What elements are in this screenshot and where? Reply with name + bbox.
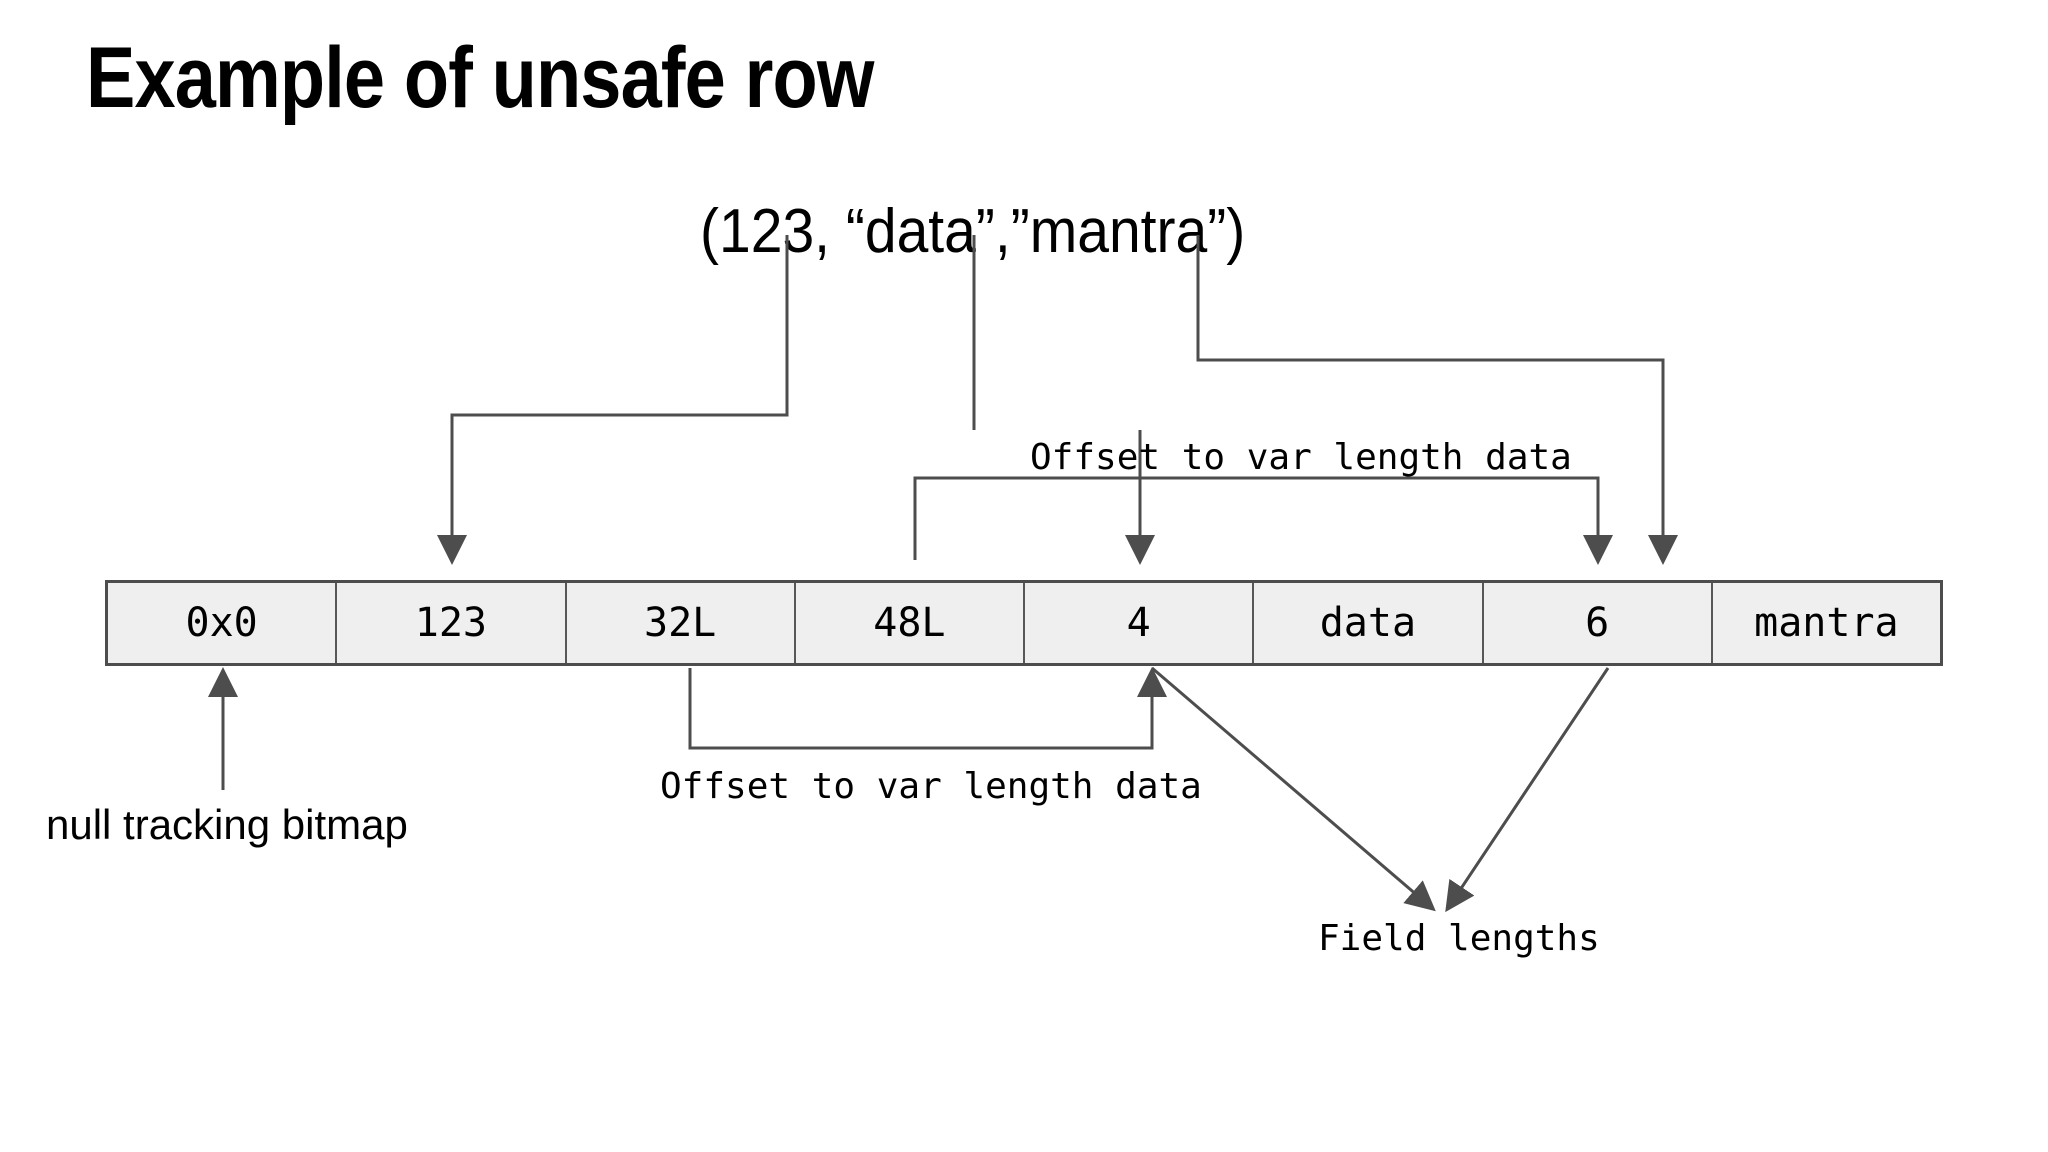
tuple-caption: (123, “data”,”mantra”) [700, 197, 1246, 266]
row-cell-data: data [1254, 583, 1484, 663]
label-field-lengths: Field lengths [1318, 918, 1600, 959]
label-offset-to-var-length-data-top: Offset to var length data [1030, 437, 1572, 478]
connector-offset-top-bracket [913, 476, 1613, 565]
connector-offset-bottom-bracket [688, 667, 1167, 750]
connector-123 [437, 235, 789, 565]
row-cell-length-6: 6 [1483, 583, 1713, 663]
row-cell-int-123: 123 [337, 583, 567, 663]
connector-field-length-right [1445, 667, 1610, 913]
row-cell-offset-32l: 32L [566, 583, 796, 663]
page-title: Example of unsafe row [86, 30, 874, 126]
row-cell-offset-48l: 48L [795, 583, 1025, 663]
row-cell-mantra: mantra [1712, 583, 1940, 663]
label-offset-to-var-length-data-bottom: Offset to var length data [660, 766, 1202, 807]
connector-mantra [1196, 235, 1678, 565]
row-layout-strip: 0x0 123 32L 48L 4 data 6 mantra [105, 580, 1943, 666]
label-null-tracking-bitmap: null tracking bitmap [46, 801, 408, 848]
row-cell-null-bitmap: 0x0 [108, 583, 338, 663]
row-cell-length-4: 4 [1025, 583, 1255, 663]
